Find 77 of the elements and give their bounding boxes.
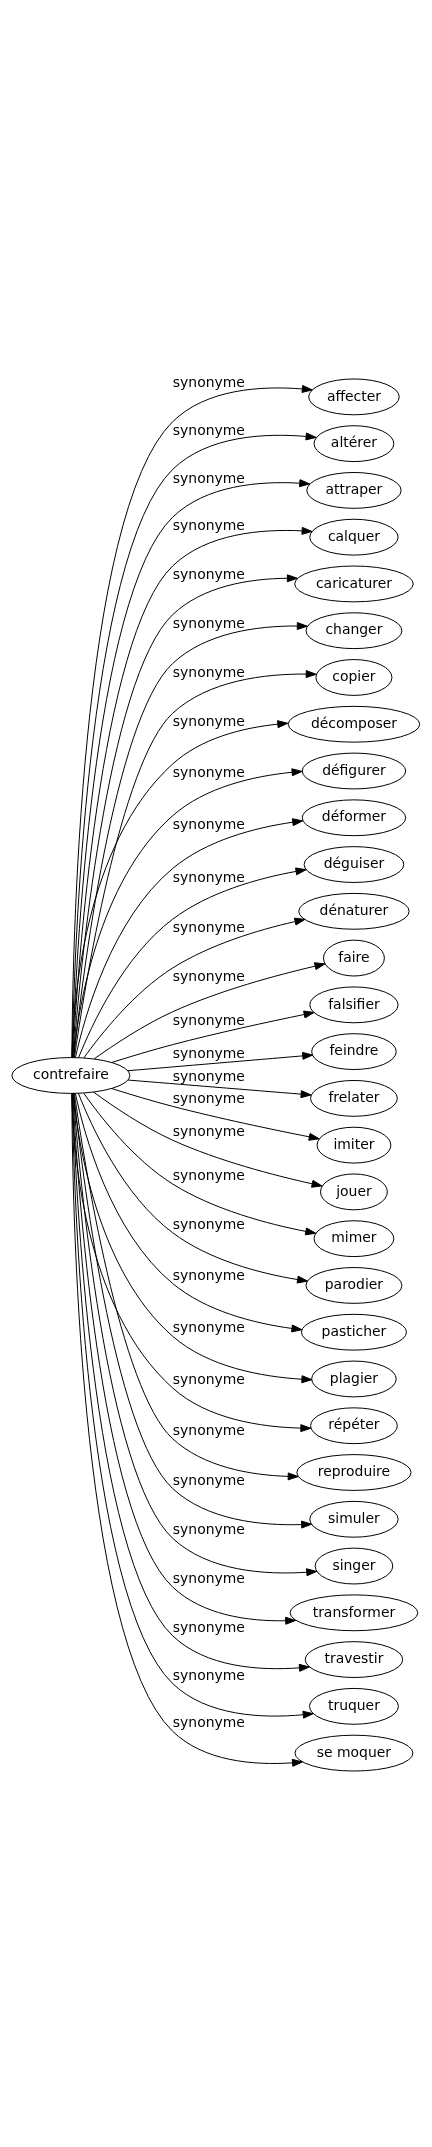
arrow (73, 1092, 299, 1481)
edge-label: synonyme (172, 1044, 245, 1061)
arrow (83, 917, 306, 1059)
node-ellipse: altérer (313, 425, 395, 463)
edge-label: synonyme (172, 1167, 245, 1184)
node-ellipse: transformer (289, 1594, 419, 1632)
edge-label: synonyme (172, 1089, 245, 1106)
arrow (111, 1010, 315, 1063)
arrow (127, 1079, 312, 1099)
arrow (127, 1051, 314, 1072)
edge-label: synonyme (172, 421, 245, 438)
node-ellipse: mimer (313, 1220, 395, 1258)
edge-label: synonyme (172, 1123, 245, 1140)
edge-label: synonyme (172, 1666, 245, 1683)
node-ellipse: se moquer (294, 1734, 414, 1772)
node-ellipse: simuler (309, 1500, 399, 1538)
node-ellipse: jouer (320, 1173, 388, 1211)
arrow (71, 720, 289, 1058)
arrow (83, 1092, 317, 1236)
edge-label: synonyme (172, 614, 245, 631)
node-ellipse: frelater (310, 1079, 398, 1117)
node-ellipse: caricaturer (294, 565, 414, 603)
edge-label: synonyme (172, 1011, 245, 1028)
edge-label: synonyme (172, 1371, 245, 1388)
arrow (93, 962, 326, 1060)
node-ellipse: truquer (309, 1687, 399, 1725)
edge-label: synonyme (172, 1266, 245, 1283)
arrow (74, 818, 304, 1058)
edge-label: synonyme (172, 1215, 245, 1232)
node-ellipse: copier (315, 659, 393, 696)
node-ellipse: pasticher (300, 1313, 407, 1351)
node-ellipse: plagier (311, 1360, 397, 1398)
node-ellipse: dénaturer (298, 892, 410, 930)
edge-label: synonyme (172, 517, 245, 534)
arrow (78, 867, 307, 1059)
edge-label: synonyme (172, 919, 245, 936)
edge-label: synonyme (172, 469, 245, 486)
edge-label: synonyme (172, 1521, 245, 1538)
node-ellipse: défigurer (301, 752, 407, 790)
node-ellipse: calquer (309, 518, 399, 556)
node-ellipse: reproduire (296, 1454, 412, 1491)
edge-label: synonyme (172, 1570, 245, 1587)
edge-label: synonyme (172, 1067, 245, 1084)
edge-label: synonyme (172, 663, 245, 680)
arrow (74, 1093, 303, 1333)
arrow (93, 1091, 323, 1188)
node-ellipse: attraper (306, 472, 402, 509)
edge-label: synonyme (172, 1319, 245, 1336)
edge-label: synonyme (172, 1471, 245, 1488)
node-ellipse: singer (314, 1547, 394, 1585)
node-ellipse: affecter (308, 378, 400, 416)
arrow (72, 768, 303, 1058)
node-ellipse: imiter (316, 1126, 392, 1164)
node-ellipse: changer (305, 612, 403, 650)
arrow (72, 1093, 313, 1384)
edge-label: synonyme (172, 713, 245, 730)
edge-label: synonyme (172, 1618, 245, 1635)
node-ellipse: parodier (305, 1267, 403, 1304)
edge-label: synonyme (172, 968, 245, 985)
edge-label: synonyme (172, 815, 245, 832)
arrow (77, 1092, 308, 1284)
edge-label: synonyme (172, 764, 245, 781)
node-ellipse: travestir (304, 1641, 404, 1678)
arrow (111, 1088, 320, 1141)
node-ellipse: faire (323, 939, 385, 977)
node-ellipse: décomposer (287, 705, 421, 743)
node-ellipse: déguiser (303, 846, 405, 883)
edge-label: synonyme (172, 1714, 245, 1731)
node-ellipse: répéter (310, 1407, 398, 1445)
node-ellipse: feindre (311, 1033, 397, 1070)
edge-label: synonyme (172, 374, 245, 391)
edge-label: synonyme (172, 1421, 245, 1438)
node-ellipse: déformer (301, 799, 407, 837)
edge-label: synonyme (172, 868, 245, 885)
edge-label: synonyme (172, 566, 245, 583)
node-ellipse: falsifier (309, 986, 399, 1024)
node-ellipse: contrefaire (11, 1057, 131, 1094)
